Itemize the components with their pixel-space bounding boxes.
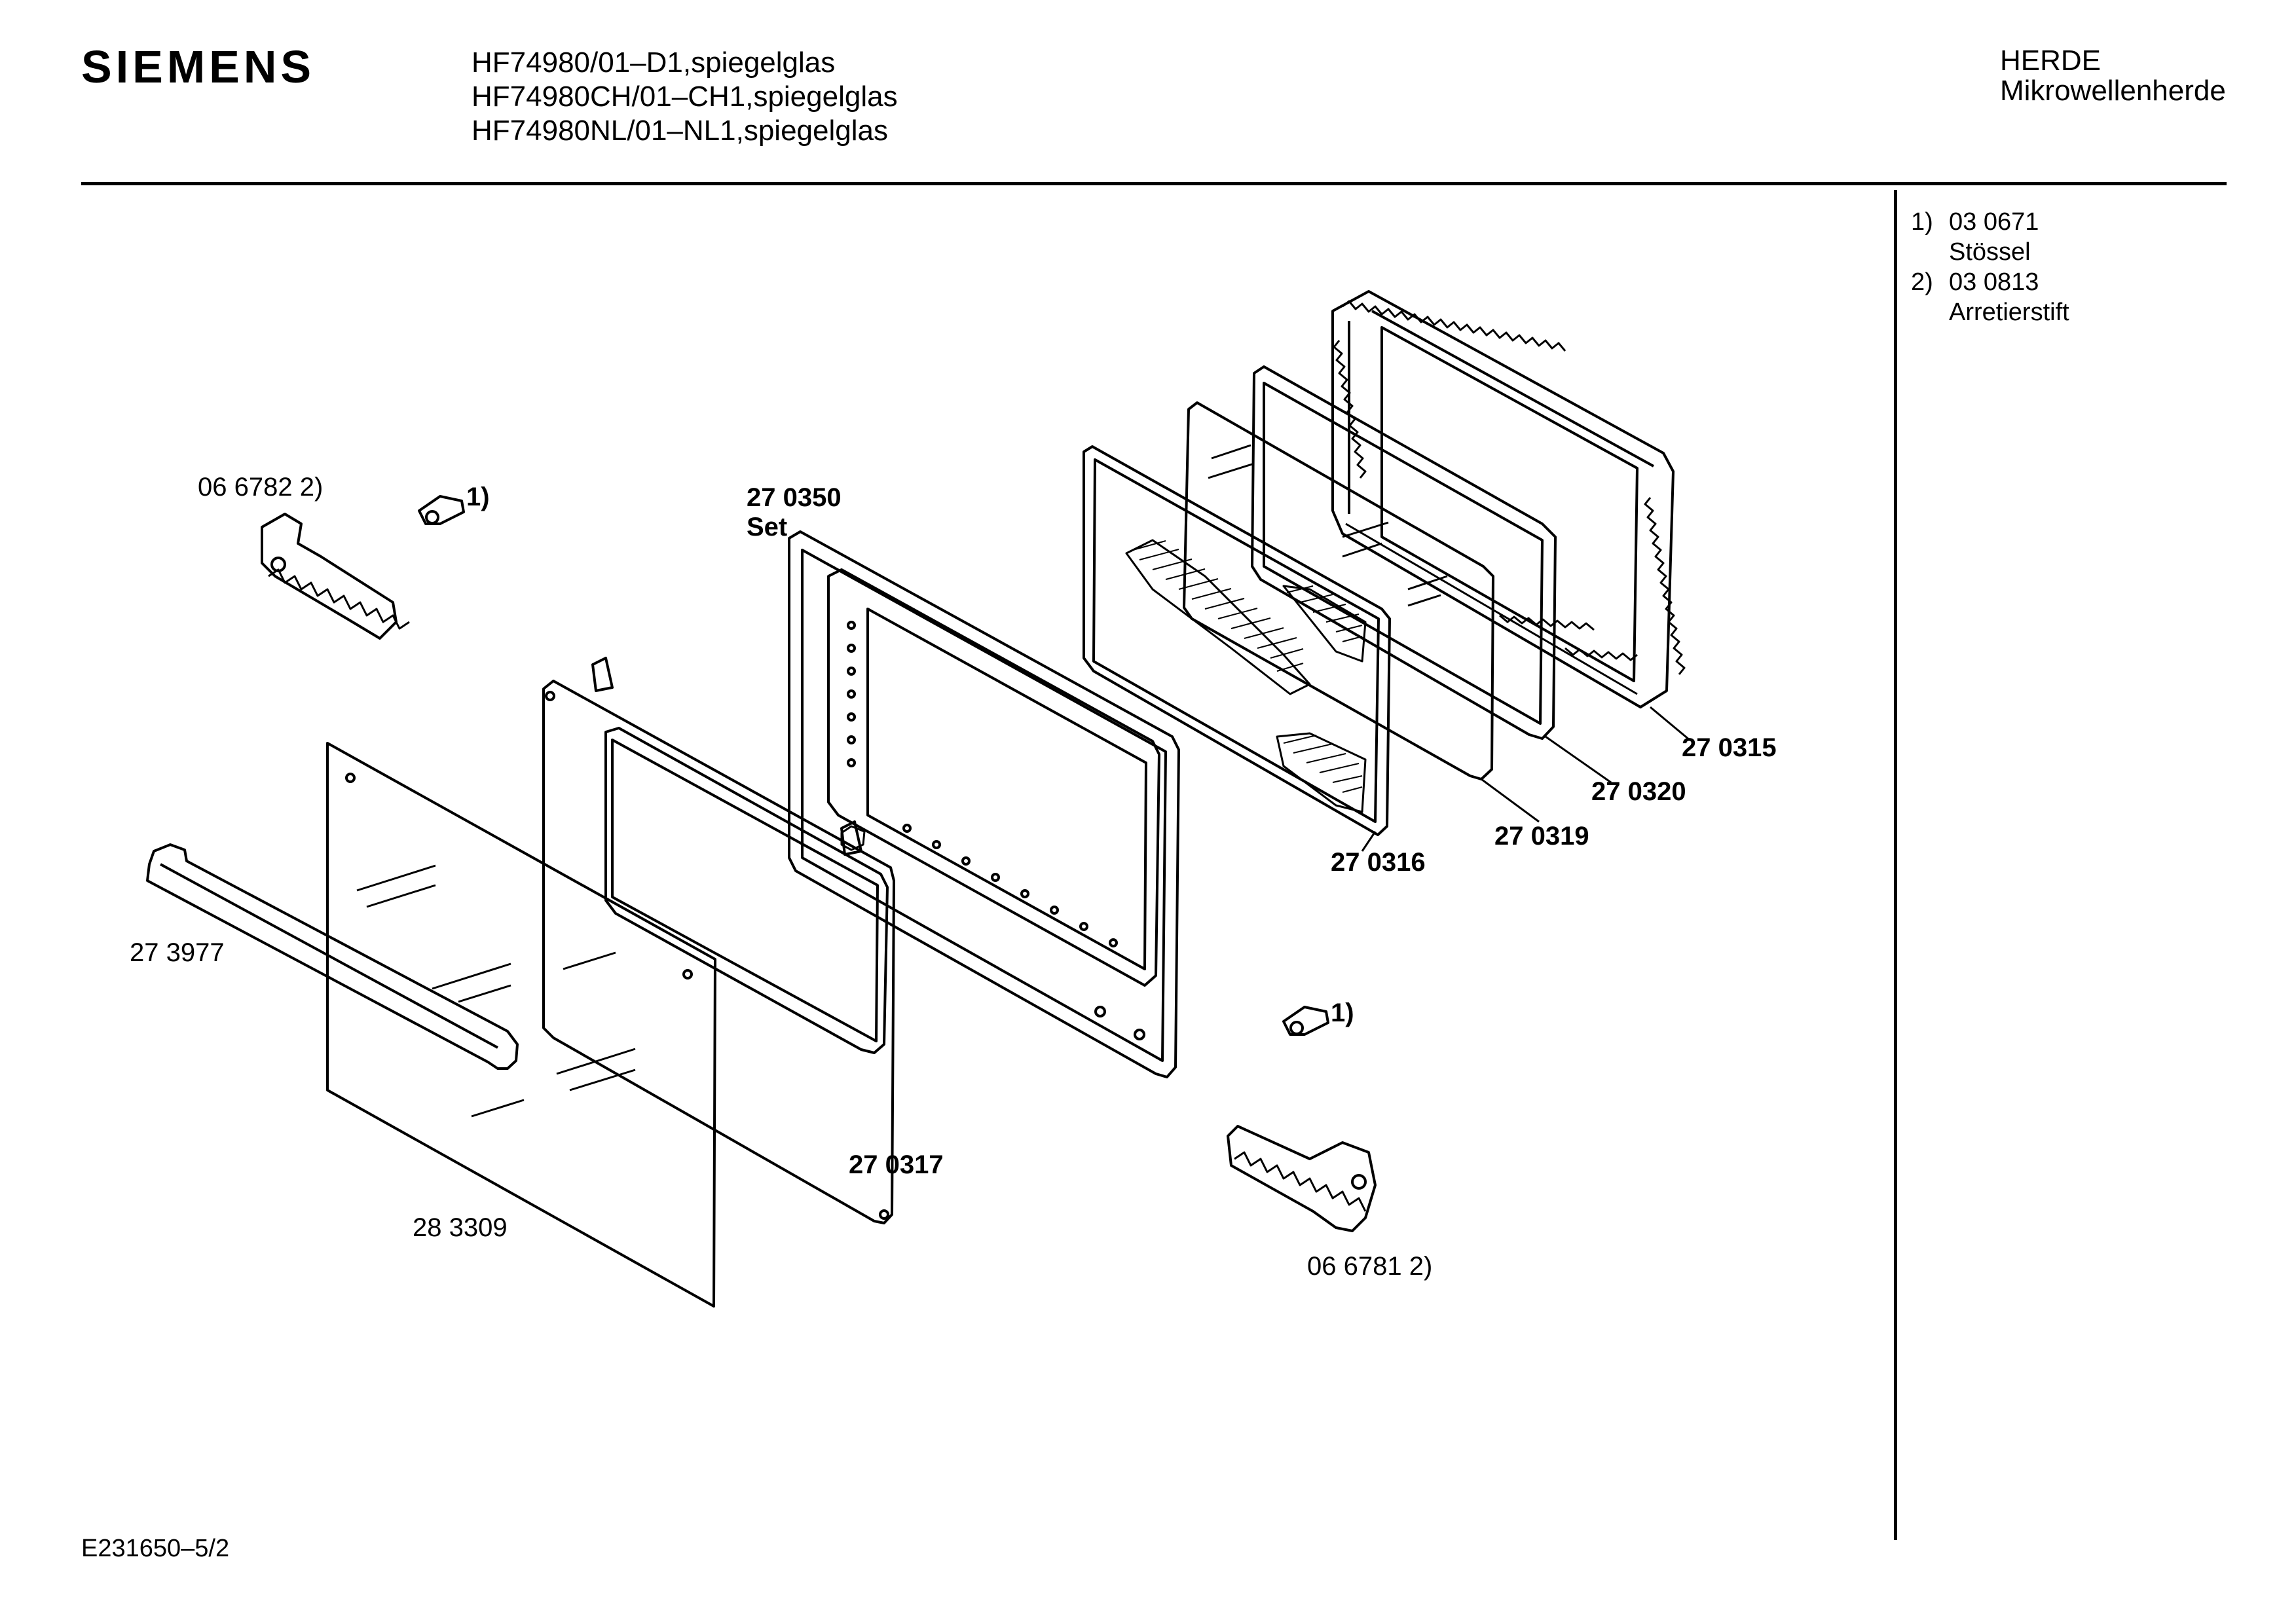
model-line-2: HF74980CH/01–CH1,spiegelglas [472,81,898,113]
label-seal: 27 0320 [1591,777,1686,806]
note-2-part: 03 0813 [1949,268,2039,296]
label-glass-frame: 27 0317 [849,1150,944,1179]
note-1-part: 03 0671 [1949,208,2039,236]
label-hinge-right: 06 6781 2) [1307,1252,1432,1281]
drawing-code: E231650–5/2 [81,1535,230,1562]
right-plunger-part [1282,1006,1329,1036]
seal-part [1251,365,1557,740]
model-list: HF74980/01–D1,spiegelglas HF74980CH/01–C… [472,46,898,148]
notes-column: 1) 03 0671 Stössel 2) 03 0813 Arretierstif… [1911,207,2069,327]
right-hinge-part [1227,1125,1377,1232]
label-hinge-left: 06 6782 2) [198,473,323,502]
inner-glass-part [1183,401,1494,780]
label-choke-frame: 27 0315 [1682,733,1777,762]
mesh-screen-part [1083,445,1391,836]
door-frame-part [788,530,1180,1078]
leader-lines [1361,706,1690,852]
category-block: HERDE Mikrowellenherde [2000,46,2226,106]
label-door-frame: 27 0350 [747,483,842,512]
left-hinge-part [261,513,410,640]
category-title: HERDE [2000,45,2102,77]
note-1-number: 1) [1911,208,1933,236]
header-divider [81,182,2227,185]
category-subtitle: Mikrowellenherde [2000,75,2226,107]
label-plunger-left: 1) [466,483,490,511]
model-line-3: HF74980NL/01–NL1,spiegelglas [472,115,888,147]
label-handle: 27 3977 [130,938,225,967]
handle-part [146,843,519,1070]
note-2-description: Arretierstift [1949,299,2069,326]
note-2: 2) 03 0813 [1911,267,2069,297]
note-1-description: Stössel [1949,238,2031,266]
choke-frame-part [1331,290,1686,708]
left-plunger-part [418,495,465,525]
note-2-number: 2) [1911,268,1933,296]
label-inner-glass: 27 0319 [1494,822,1589,851]
label-outer-glass: 28 3309 [413,1213,508,1242]
model-line-1: HF74980/01–D1,spiegelglas [472,46,836,79]
outer-glass-part [326,742,716,1308]
label-mesh-screen: 27 0316 [1331,848,1426,877]
note-1: 1) 03 0671 [1911,207,2069,237]
label-plunger-right: 1) [1331,998,1354,1027]
glass-frame-part [542,657,895,1224]
notes-divider [1894,190,1897,1540]
siemens-logo: SIEMENS [81,41,316,92]
label-door-frame-set: Set [747,513,787,541]
